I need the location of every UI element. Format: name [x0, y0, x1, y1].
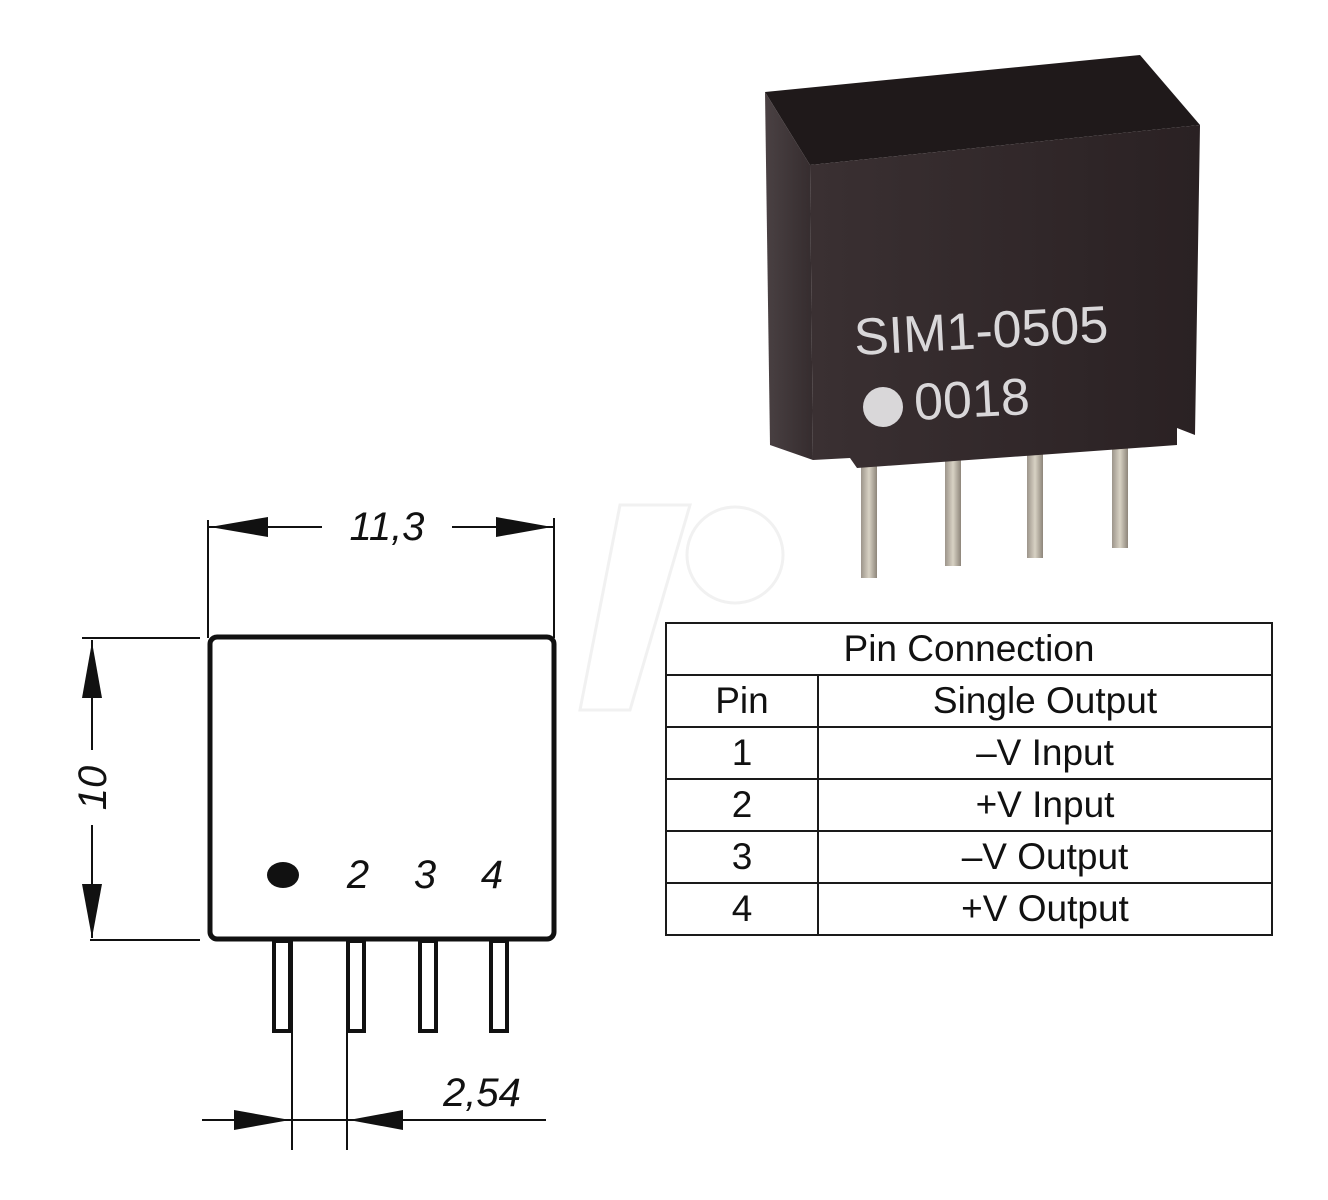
column-header-function: Single Output [817, 674, 1273, 728]
component-top-face [765, 55, 1200, 165]
column-header-pin: Pin [665, 674, 819, 728]
drawing-pin-1 [272, 939, 292, 1033]
pin-function-cell: +V Output [817, 882, 1273, 936]
component-pins [861, 430, 1128, 578]
drawing-pin-4 [489, 939, 509, 1033]
pin-number-cell: 3 [665, 830, 819, 884]
dimension-drawing: 11,3 10 2 3 4 2,54 [71, 505, 557, 1150]
drawing-pin-3 [418, 939, 438, 1033]
pin1-marking-dot [863, 387, 903, 427]
pin-number-cell: 1 [665, 726, 819, 780]
pin-function-cell: –V Input [817, 726, 1273, 780]
component-photo: SIM1-0505 0018 [765, 55, 1200, 578]
arrow-right-icon [496, 517, 552, 537]
watermark-logo [578, 503, 785, 712]
height-dimension-label: 10 [71, 766, 115, 811]
table-row: 1 –V Input [665, 726, 1273, 780]
table-row: 4 +V Output [665, 882, 1273, 936]
component-pin-1 [861, 458, 877, 578]
pin-function-cell: +V Input [817, 778, 1273, 832]
table-title: Pin Connection [665, 622, 1273, 676]
table-title-row: Pin Connection [665, 622, 1273, 676]
pin-label-2: 2 [346, 853, 369, 897]
table-header-row: Pin Single Output [665, 674, 1273, 728]
pitch-dimension: 2,54 [202, 941, 546, 1150]
pin-connection-table: Pin Connection Pin Single Output 1 –V In… [665, 622, 1273, 936]
part-number-marking: SIM1-0505 [853, 296, 1110, 367]
pitch-dimension-label: 2,54 [442, 1071, 521, 1115]
drawing-pins [272, 939, 509, 1033]
drawing-pin-2 [346, 939, 366, 1033]
arrow-up-icon [82, 642, 102, 698]
pin1-dot-marker [267, 862, 299, 888]
arrow-left-icon [349, 1110, 403, 1130]
pin-label-3: 3 [414, 853, 436, 897]
arrow-down-icon [82, 884, 102, 938]
height-dimension: 10 [71, 637, 200, 941]
package-outline [207, 634, 557, 942]
width-dimension-label: 11,3 [350, 505, 425, 549]
pin-number-cell: 2 [665, 778, 819, 832]
arrow-left-icon [210, 517, 268, 537]
pin-number-cell: 4 [665, 882, 819, 936]
component-side-face [765, 92, 813, 460]
table-row: 2 +V Input [665, 778, 1273, 832]
lot-code-marking: 0018 [913, 368, 1032, 432]
component-front-face [810, 125, 1200, 468]
arrow-right-icon [234, 1110, 290, 1130]
component-pin-3 [1027, 440, 1043, 558]
component-pin-2 [945, 448, 961, 566]
pin-label-4: 4 [481, 853, 503, 897]
component-pin-4 [1112, 430, 1128, 548]
table-row: 3 –V Output [665, 830, 1273, 884]
pin-function-cell: –V Output [817, 830, 1273, 884]
width-dimension: 11,3 [207, 505, 555, 638]
